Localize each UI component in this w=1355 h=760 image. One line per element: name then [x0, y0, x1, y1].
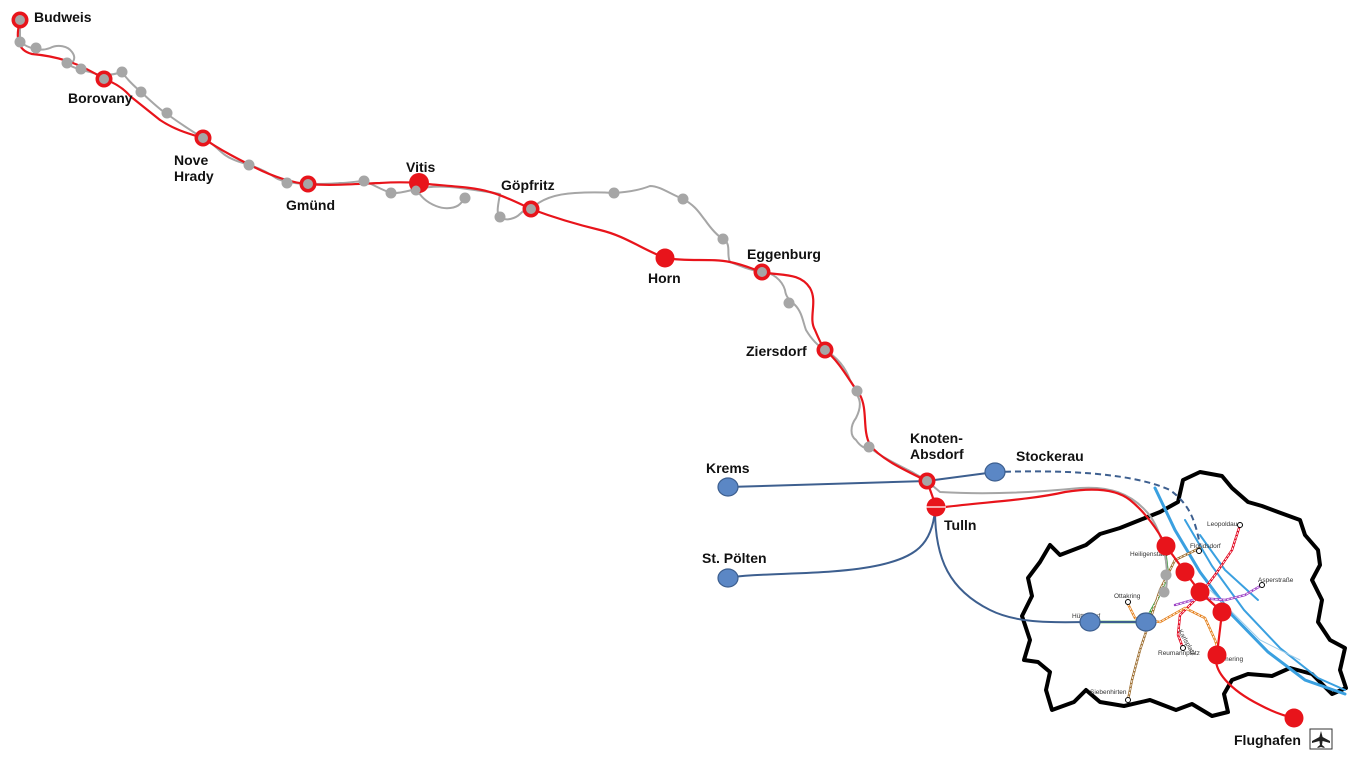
station-meidling[interactable] [1135, 612, 1157, 632]
new-railway-line [16, 19, 1295, 720]
station-knoten-absdorf[interactable] [918, 472, 936, 490]
station-ziersdorf[interactable] [816, 341, 834, 359]
station-vienna-5[interactable] [1207, 645, 1227, 665]
station-nove-hrady[interactable] [194, 129, 212, 147]
station-huetteldorf[interactable] [1079, 612, 1101, 632]
krems-line [727, 480, 928, 488]
label-eggenburg: Eggenburg [747, 246, 821, 262]
station-vienna-4[interactable] [1212, 602, 1232, 622]
station-vienna-2[interactable] [1175, 562, 1195, 582]
station-budweis[interactable] [11, 11, 29, 29]
station-flughafen[interactable] [1284, 708, 1304, 728]
existing-stops [14, 36, 1172, 598]
label-goepfritz: Göpfritz [501, 177, 555, 193]
vienna-city-boundary [1020, 470, 1348, 718]
label-nove: Nove [174, 152, 208, 168]
label-asperstrasse: Asperstraße [1258, 577, 1294, 584]
combined-stations [11, 11, 936, 490]
stpoelten-line [727, 509, 936, 579]
station-vitis[interactable] [409, 173, 429, 195]
tulln-vienna-line [934, 509, 1146, 624]
label-vitis: Vitis [406, 159, 436, 175]
label-ziersdorf: Ziersdorf [746, 343, 807, 359]
existing-railway [19, 20, 1168, 591]
station-tulln[interactable] [926, 497, 946, 517]
label-heiligenstadt: Heiligenstadt [1130, 551, 1168, 558]
label-flughafen: Flughafen [1234, 732, 1301, 748]
station-krems[interactable] [717, 477, 739, 497]
label-horn: Horn [648, 270, 681, 286]
label-siebenhirten: Siebenhirten [1090, 689, 1127, 696]
ubahn-terminals [1125, 522, 1265, 703]
station-horn[interactable] [655, 248, 675, 268]
label-krems: Krems [706, 460, 750, 476]
regional-lines [727, 470, 1201, 624]
station-gmuend[interactable] [299, 175, 317, 193]
station-goepfritz[interactable] [522, 200, 540, 218]
label-absdorf: Absdorf [910, 446, 964, 462]
label-hrady: Hrady [174, 168, 214, 184]
label-reumannplatz: Reumannplatz [1158, 650, 1200, 657]
label-simmering: Simmering [1212, 656, 1243, 663]
station-vienna-3[interactable] [1190, 582, 1210, 602]
label-budweis: Budweis [34, 9, 92, 25]
label-leopoldau: Leopoldau [1207, 521, 1238, 528]
station-eggenburg[interactable] [753, 263, 771, 281]
station-stockerau[interactable] [984, 462, 1006, 482]
u4-line [1088, 548, 1170, 624]
label-tulln: Tulln [944, 517, 976, 533]
station-stpoelten[interactable] [717, 568, 739, 588]
ubahn-network [1088, 523, 1264, 702]
regional-stations [717, 462, 1157, 632]
airplane-icon [1309, 728, 1333, 750]
label-ottakring: Ottakring [1114, 593, 1141, 600]
station-vienna-1[interactable] [1156, 536, 1176, 556]
label-stpoelten: St. Pölten [702, 550, 767, 566]
stockerau-vienna-dashed [994, 470, 1201, 546]
stockerau-line [926, 471, 996, 482]
label-gmuend: Gmünd [286, 197, 335, 213]
station-borovany[interactable] [95, 70, 113, 88]
label-knoten: Knoten- [910, 430, 963, 446]
label-floridsdorf: Floridsdorf [1190, 543, 1221, 550]
label-borovany: Borovany [68, 90, 133, 106]
new-stations [409, 173, 1304, 728]
label-stockerau: Stockerau [1016, 448, 1084, 464]
